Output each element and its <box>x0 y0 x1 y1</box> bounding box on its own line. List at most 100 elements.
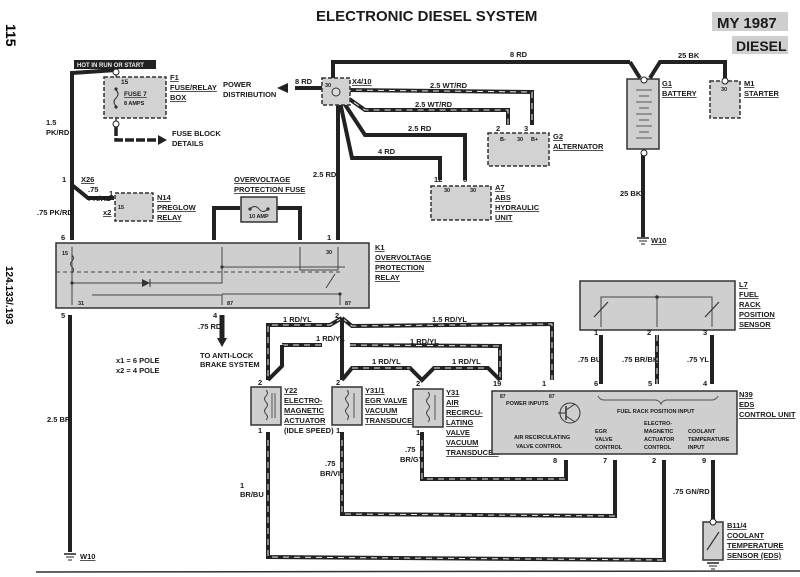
svg-text:PK/RD: PK/RD <box>46 128 70 137</box>
svg-text:.75 BR/BK: .75 BR/BK <box>622 355 659 364</box>
svg-text:SENSOR: SENSOR <box>739 320 771 329</box>
wire-rd-2-5-a7 <box>340 98 467 180</box>
svg-text:1 RD/YL: 1 RD/YL <box>452 357 481 366</box>
svg-text:2: 2 <box>416 379 420 388</box>
engine-badge: DIESEL <box>736 38 787 54</box>
b11-4-id: B11/4 <box>727 521 747 530</box>
fuel-rack-input-label: FUEL RACK POSITION INPUT <box>617 409 695 415</box>
svg-text:VACUUM: VACUUM <box>446 438 478 447</box>
svg-text:TRANSDUCER: TRANSDUCER <box>446 448 499 457</box>
svg-text:B-: B- <box>500 137 506 143</box>
diagram-title: ELECTRONIC DIESEL SYSTEM <box>316 8 537 25</box>
svg-text:VALVE CONTROL: VALVE CONTROL <box>516 444 563 450</box>
y31-1-egr-valve-vacuum-transducer: 2 1 Y31/1 EGR VALVE VACUUM TRANSDUCER <box>331 378 418 435</box>
svg-text:RELAY: RELAY <box>375 273 400 282</box>
svg-text:VALVE: VALVE <box>595 437 613 443</box>
svg-text:HYDRAULIC: HYDRAULIC <box>495 203 540 212</box>
m1-starter: 30 M1 STARTER <box>709 77 779 119</box>
svg-text:ALTERNATOR: ALTERNATOR <box>553 142 604 151</box>
svg-text:BR/VI: BR/VI <box>320 469 340 478</box>
y31-1-id: Y31/1 <box>365 386 385 395</box>
svg-text:3: 3 <box>703 328 707 337</box>
x4-10-terminal: 30 X4/10 <box>321 77 372 106</box>
n39-id: N39 <box>739 390 753 399</box>
model-year-badge-bg <box>712 12 788 31</box>
svg-text:31: 31 <box>78 301 84 307</box>
svg-text:DISTRIBUTION: DISTRIBUTION <box>223 90 276 99</box>
ground-w10-icon: W10 <box>64 552 95 561</box>
svg-text:1: 1 <box>258 426 262 435</box>
svg-text:1: 1 <box>240 481 244 490</box>
svg-text:FUSE/RELAY: FUSE/RELAY <box>170 83 217 92</box>
b11-4-coolant-temperature-sensor: B11/4 COOLANT TEMPERATURE SENSOR (EDS) <box>702 518 784 570</box>
svg-text:15: 15 <box>121 79 129 86</box>
svg-text:1: 1 <box>109 189 113 198</box>
svg-text:1 RD/YL: 1 RD/YL <box>283 315 312 324</box>
svg-text:10 AMP: 10 AMP <box>249 214 269 220</box>
svg-text:.75: .75 <box>88 185 98 194</box>
svg-text:2: 2 <box>336 378 340 387</box>
svg-text:30: 30 <box>444 188 450 194</box>
wire-8-rd-top <box>331 60 630 80</box>
svg-text:2.5 WT/RD: 2.5 WT/RD <box>430 81 468 90</box>
svg-text:1 RD/YL: 1 RD/YL <box>410 337 439 346</box>
svg-text:1: 1 <box>542 379 546 388</box>
svg-text:POSITION: POSITION <box>739 310 775 319</box>
svg-text:4: 4 <box>213 311 218 320</box>
svg-text:1: 1 <box>416 428 420 437</box>
svg-text:ABS: ABS <box>495 193 511 202</box>
wires <box>68 60 727 563</box>
svg-text:2.5 RD: 2.5 RD <box>313 170 337 179</box>
svg-text:.75 YL: .75 YL <box>687 355 709 364</box>
wire-rd-yl-y31 <box>340 366 502 383</box>
svg-text:BOX: BOX <box>170 93 186 102</box>
f1-fuse-relay-box: 15 FUSE 7 8 AMPS F1 FUSE/RELAY BOX <box>103 68 217 128</box>
svg-text:ACTUATOR: ACTUATOR <box>284 416 326 425</box>
svg-text:W10: W10 <box>651 236 666 245</box>
n14-id: N14 <box>157 193 172 202</box>
svg-text:EDS: EDS <box>739 400 754 409</box>
svg-text:COOLANT: COOLANT <box>688 429 716 435</box>
svg-text:2.5 WT/RD: 2.5 WT/RD <box>415 100 453 109</box>
ground-w10-battery-icon: W10 <box>637 236 666 245</box>
y31-air-recirculating-valve-vacuum-transducer: 2 1 Y31 AIR RECIRCU- LATING VALVE VACUUM… <box>412 379 499 457</box>
wire-rd-yl-1-5 <box>340 316 554 380</box>
svg-text:2: 2 <box>335 311 339 320</box>
y22-electromagnetic-actuator: 2 1 Y22 ELECTRO- MAGNETIC ACTUATOR (IDLE… <box>250 378 334 435</box>
a7-abs-hydraulic-unit: 30 30 12 6 A7 ABS HYDRAULIC UNIT <box>430 175 540 222</box>
svg-text:1: 1 <box>62 175 66 184</box>
svg-text:(IDLE SPEED): (IDLE SPEED) <box>284 426 334 435</box>
svg-text:ELECTRO-: ELECTRO- <box>644 421 672 427</box>
svg-text:30: 30 <box>325 83 331 89</box>
svg-text:2.5 RD: 2.5 RD <box>408 124 432 133</box>
svg-text:19: 19 <box>493 379 501 388</box>
y31-id: Y31 <box>446 388 459 397</box>
wire-ov-fuse-right <box>276 206 302 240</box>
svg-text:MAGNETIC: MAGNETIC <box>644 429 673 435</box>
svg-text:PREGLOW: PREGLOW <box>157 203 197 212</box>
svg-text:5: 5 <box>61 311 65 320</box>
svg-text:B+: B+ <box>531 137 538 143</box>
svg-text:PROTECTION: PROTECTION <box>375 263 424 272</box>
svg-text:87: 87 <box>500 394 506 400</box>
svg-text:6: 6 <box>594 379 598 388</box>
svg-text:FUSE BLOCK: FUSE BLOCK <box>172 129 221 138</box>
svg-text:INPUT: INPUT <box>688 445 705 451</box>
svg-text:1.5: 1.5 <box>46 118 56 127</box>
svg-text:2: 2 <box>647 328 651 337</box>
f1-id: F1 <box>170 73 179 82</box>
k1-id: K1 <box>375 243 385 252</box>
svg-text:BRAKE SYSTEM: BRAKE SYSTEM <box>200 360 260 369</box>
hot-in-run-label: HOT IN RUN OR START <box>77 63 144 69</box>
svg-text:7: 7 <box>603 456 607 465</box>
svg-text:4: 4 <box>703 379 708 388</box>
power-inputs-label: POWER INPUTS <box>506 401 549 407</box>
svg-text:VACUUM: VACUUM <box>365 406 397 415</box>
svg-text:1 RD/YL: 1 RD/YL <box>372 357 401 366</box>
svg-text:CONTROL: CONTROL <box>595 445 623 451</box>
bottom-rule <box>35 570 800 573</box>
svg-text:1.5 RD/YL: 1.5 RD/YL <box>432 315 467 324</box>
svg-text:87: 87 <box>345 301 351 307</box>
svg-text:x2: x2 <box>103 208 111 217</box>
